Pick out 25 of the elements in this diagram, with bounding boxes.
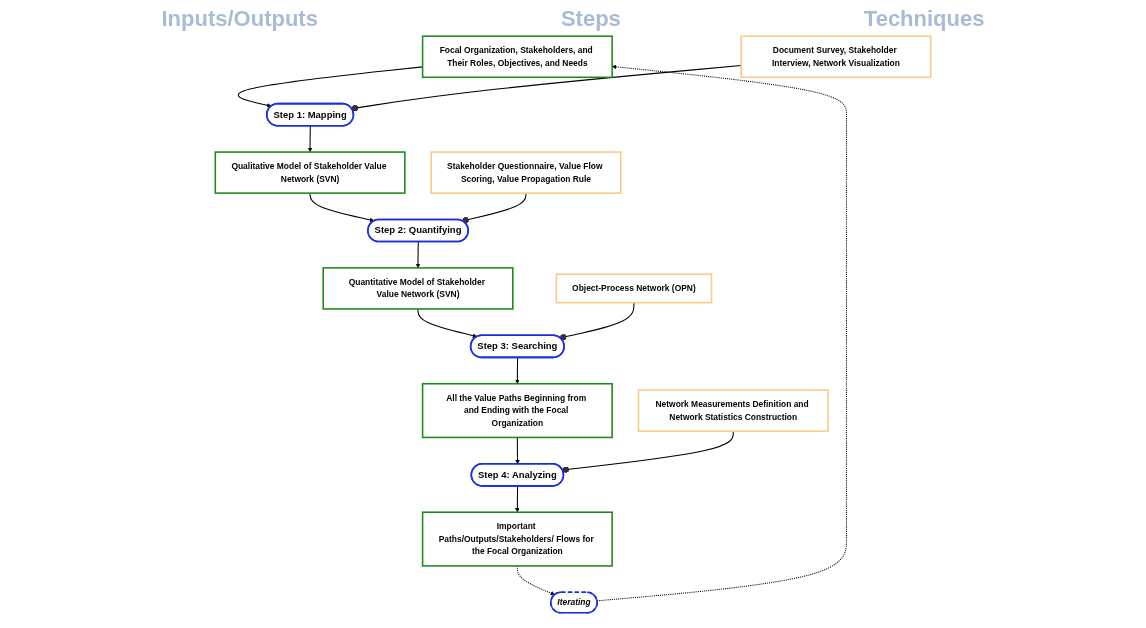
node-box: All the Value Paths Beginning from and Ending with the Focal Organization — [421, 382, 613, 439]
node-box: Document Survey, Stakeholder Interview, Network Visualization — [740, 35, 932, 79]
node-box: Focal Organization, Stakeholders, and Their Roles, Objectives, and Needs — [421, 35, 613, 79]
connector — [351, 64, 742, 112]
node-box: Important Paths/Outputs/Stakeholders/ Flows for the Focal Organization — [421, 511, 613, 567]
column-heading: Inputs/Outputs — [161, 6, 318, 32]
arrow — [415, 241, 421, 269]
arrow — [515, 357, 520, 384]
node-box: Stakeholder Questionnaire, Value Flow Scoring, Value Propagation Rule — [430, 151, 622, 194]
arrow — [596, 64, 847, 602]
arrow — [307, 125, 313, 153]
node-box: Quantitative Model of Stakeholder Value Network (SVN) — [322, 267, 514, 310]
connector — [561, 430, 734, 473]
arrow — [417, 308, 478, 338]
arrow — [309, 192, 375, 223]
column-heading: Steps — [560, 6, 621, 32]
arrow — [516, 565, 556, 596]
node-box: Qualitative Model of Stakeholder Value Network (SVN) — [214, 151, 406, 194]
node-box: Network Measurements Definition and Network Statistics Construction — [637, 389, 829, 432]
arrow — [515, 436, 520, 465]
node-box: Object-Process Network (OPN) — [555, 273, 713, 304]
connector — [461, 192, 527, 224]
connector — [559, 302, 635, 341]
arrow — [515, 485, 520, 513]
column-heading: Techniques — [863, 6, 985, 32]
